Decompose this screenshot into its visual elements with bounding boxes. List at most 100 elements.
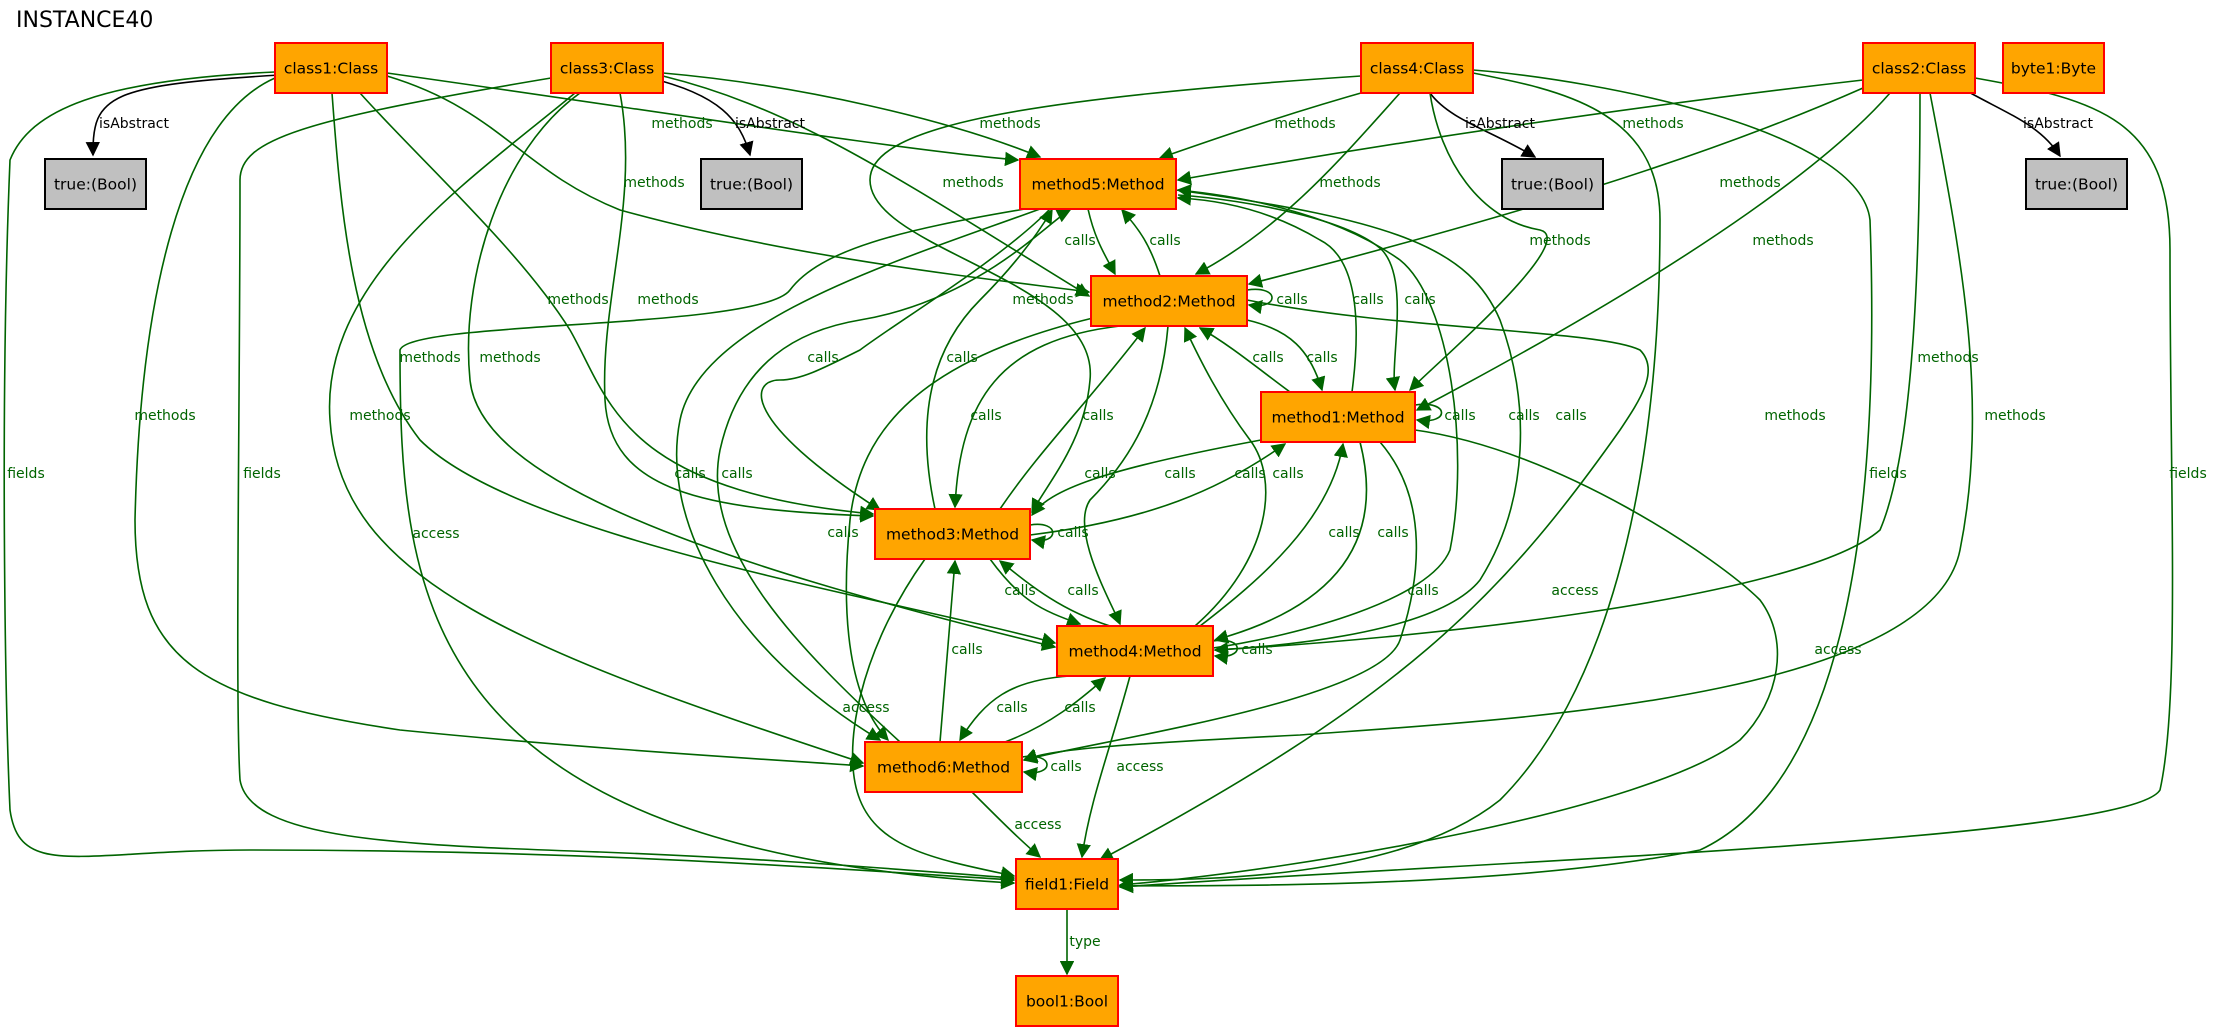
node-method1[interactable]: method1:Method <box>1260 391 1416 443</box>
edge-label-method2-to-method3: calls <box>970 408 1001 424</box>
node-method4[interactable]: method4:Method <box>1056 625 1214 677</box>
edge-class3-to-field1 <box>236 77 1016 885</box>
node-label-method3: method3:Method <box>886 526 1019 544</box>
edge-class1-to-field1 <box>3 71 1016 887</box>
edge-label-method5-to-field1: access <box>412 526 459 542</box>
edge-label-method4-to-method2: calls <box>1272 466 1303 482</box>
edge-label-method3-to-method4: calls <box>1004 583 1035 599</box>
node-field1[interactable]: field1:Field <box>1015 858 1119 910</box>
edge-label-method3-to-method5: calls <box>946 350 977 366</box>
edge-label-class3-to-method2: methods <box>942 175 1003 191</box>
edge-method4-to-method5 <box>1176 184 1459 649</box>
node-box-field1 <box>1015 858 1119 910</box>
edge-method5-to-field1 <box>399 208 1026 890</box>
edge-label-method4-to-method4: calls <box>1241 642 1272 658</box>
edge-class2-to-bool_t2 <box>1964 89 2061 158</box>
edge-label-method1-to-method2: calls <box>1252 350 1283 366</box>
node-label-method5: method5:Method <box>1031 176 1164 194</box>
edge-label-class2-to-field1: fields <box>2169 466 2207 482</box>
edge-label-class3-to-bool_t3: isAbstract <box>735 116 805 132</box>
node-class2[interactable]: class2:Class <box>1862 42 1976 94</box>
edges-layer <box>3 69 2174 976</box>
node-box-bool_t2 <box>2025 158 2128 210</box>
edge-label-class3-to-method6: methods <box>349 408 410 424</box>
edge-method2-to-field1 <box>1098 299 1650 861</box>
edge-label-method4-to-method5: calls <box>1508 408 1539 424</box>
node-byte1[interactable]: byte1:Byte <box>2002 42 2105 94</box>
node-box-class3 <box>550 42 664 94</box>
edge-label-class4-to-field1: methods <box>1764 408 1825 424</box>
edge-method2-to-method1 <box>1246 319 1326 392</box>
edge-class3-to-method5 <box>662 72 1042 159</box>
edge-label-method1-to-field1: access <box>1814 642 1861 658</box>
edge-label-class1-to-field1: fields <box>7 466 45 482</box>
edge-method2-to-method6 <box>845 317 1094 742</box>
node-label-class1: class1:Class <box>284 60 378 78</box>
edge-label-method5-to-method6: calls <box>674 466 705 482</box>
edge-label-class2-to-method4: methods <box>1917 350 1978 366</box>
node-class4[interactable]: class4:Class <box>1360 42 1474 94</box>
edge-label-class1-to-method6: methods <box>134 408 195 424</box>
edge-method4-to-method3 <box>998 560 1111 627</box>
edge-method3-to-method1 <box>1029 443 1287 536</box>
edge-label-class4-to-method5: methods <box>1274 116 1335 132</box>
node-box-class1 <box>274 42 388 94</box>
edge-class3-to-bool_t3 <box>649 77 754 157</box>
edge-method1-to-method5 <box>1176 191 1357 393</box>
node-label-bool_t1: true:(Bool) <box>54 176 137 194</box>
edge-label-class4-to-field1: fields <box>1869 466 1907 482</box>
node-label-method2: method2:Method <box>1102 293 1235 311</box>
edge-method6-to-method3 <box>939 559 962 743</box>
node-box-method6 <box>864 741 1023 793</box>
edge-label-class1-to-method3: methods <box>547 292 608 308</box>
edge-label-field1-to-bool1: type <box>1069 934 1100 950</box>
edge-method4-to-method1 <box>1199 442 1348 627</box>
edge-method1-to-method4 <box>1213 441 1368 644</box>
node-label-bool_t4: true:(Bool) <box>1511 176 1594 194</box>
node-class3[interactable]: class3:Class <box>550 42 664 94</box>
node-method2[interactable]: method2:Method <box>1090 275 1248 327</box>
edge-label-method2-to-method1: calls <box>1306 350 1337 366</box>
node-method6[interactable]: method6:Method <box>864 741 1023 793</box>
edge-class4-to-field1 <box>1118 69 1873 894</box>
edge-class2-to-method6 <box>1022 92 1974 763</box>
edge-method5-to-method1 <box>1177 194 1400 392</box>
node-bool_t1[interactable]: true:(Bool) <box>44 158 147 210</box>
edge-class3-to-method2 <box>662 75 1091 297</box>
edge-label-method2-to-field1: access <box>1551 583 1598 599</box>
edge-method4-to-field1 <box>1076 675 1131 859</box>
node-bool_t4[interactable]: true:(Bool) <box>1501 158 1604 210</box>
node-label-field1: field1:Field <box>1025 876 1109 894</box>
node-bool_t3[interactable]: true:(Bool) <box>700 158 803 210</box>
node-label-class2: class2:Class <box>1872 60 1966 78</box>
edge-label-method2-to-method4: calls <box>1084 466 1115 482</box>
edge-class2-to-method4 <box>1213 92 1921 657</box>
edge-method2-to-method3 <box>948 325 1121 509</box>
node-method3[interactable]: method3:Method <box>874 508 1031 560</box>
node-label-bool_t3: true:(Bool) <box>710 176 793 194</box>
node-method5[interactable]: method5:Method <box>1019 158 1177 210</box>
node-bool_t2[interactable]: true:(Bool) <box>2025 158 2128 210</box>
edge-class3-to-method6 <box>328 92 865 766</box>
edge-label-method4-to-method6: calls <box>996 700 1027 716</box>
node-label-method4: method4:Method <box>1068 643 1201 661</box>
edge-method3-to-method2 <box>999 326 1146 510</box>
edge-class4-to-bool_t4 <box>1429 92 1537 158</box>
node-box-method3 <box>874 508 1031 560</box>
edge-label-class1-to-bool_t1: isAbstract <box>99 116 169 132</box>
node-box-bool1 <box>1015 975 1119 1027</box>
node-class1[interactable]: class1:Class <box>274 42 388 94</box>
edge-label-method2-to-method2: calls <box>1276 292 1307 308</box>
edge-label-method1-to-method5: calls <box>1352 292 1383 308</box>
node-bool1[interactable]: bool1:Bool <box>1015 975 1119 1027</box>
node-box-bool_t4 <box>1501 158 1604 210</box>
edge-method4-to-method6 <box>959 675 1071 742</box>
node-label-byte1: byte1:Byte <box>2011 60 2096 78</box>
edge-method6-to-field1 <box>971 791 1042 858</box>
edge-label-method2-to-method6: calls <box>827 525 858 541</box>
edge-class1-to-method3 <box>359 92 875 520</box>
node-label-bool1: bool1:Bool <box>1026 993 1108 1011</box>
edge-label-class2-to-bool_t2: isAbstract <box>2023 116 2093 132</box>
